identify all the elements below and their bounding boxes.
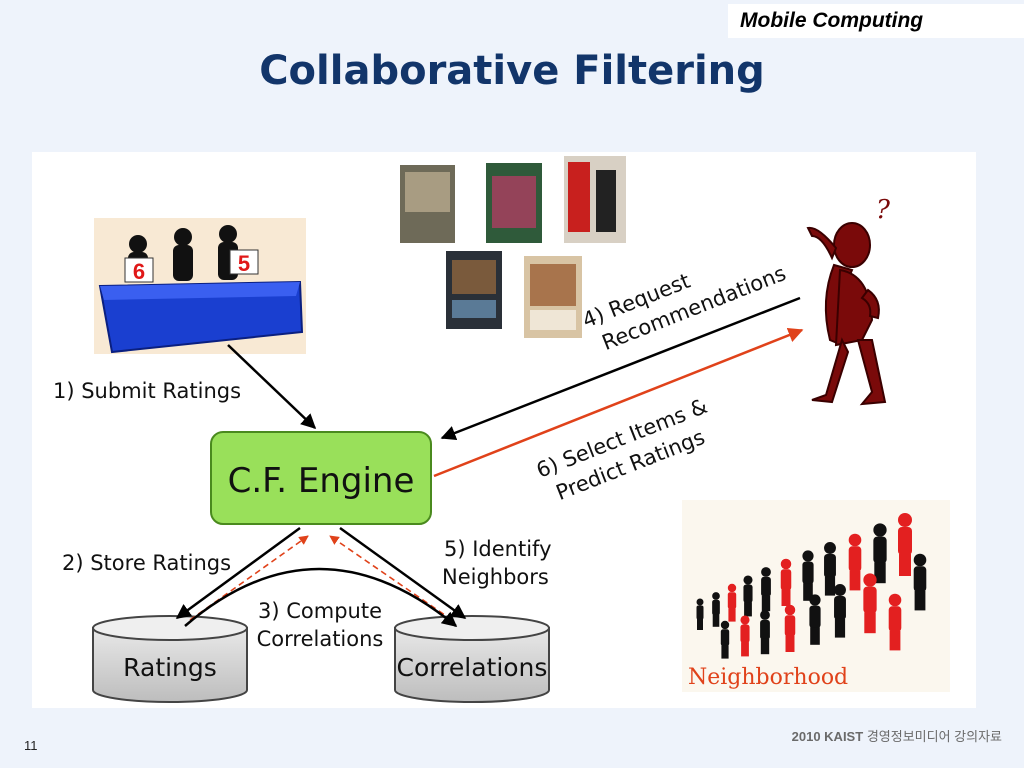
step3-label-line2: Correlations	[257, 627, 384, 651]
correlations-database: Correlations	[394, 615, 550, 703]
crowd-person	[696, 598, 704, 630]
crowd-person	[712, 592, 720, 627]
step5-label-line1: 5) Identify	[444, 537, 552, 561]
footer-subtitle: 경영정보미디어 강의자료	[866, 729, 1002, 744]
cf-engine-box	[210, 431, 432, 525]
crowd-person	[913, 553, 927, 611]
step5-label-line2: Neighbors	[442, 565, 549, 589]
crowd-person	[848, 533, 862, 591]
crowd-person	[784, 604, 796, 652]
neighborhood-illustration: Neighborhood	[682, 500, 950, 692]
crowd-person	[888, 593, 902, 651]
crowd-person	[761, 567, 771, 612]
crowd-person	[760, 610, 770, 655]
neighborhood-label: Neighborhood	[688, 665, 848, 690]
slide-title: Collaborative Filtering	[259, 48, 765, 94]
arrow-request	[440, 296, 801, 441]
score-card-left: 6	[133, 259, 145, 284]
arrow-correlations-return	[329, 535, 453, 621]
cf-engine-label: C.F. Engine	[228, 461, 415, 501]
arrow-submit-ratings	[227, 344, 317, 430]
crowd-person	[898, 513, 912, 576]
arrow-select-predict	[433, 328, 804, 478]
crowd-person	[727, 583, 737, 622]
question-mark: ?	[876, 195, 891, 225]
ratings-database: Ratings	[92, 615, 248, 703]
crowd-person	[834, 584, 846, 638]
score-card-right: 5	[238, 251, 250, 276]
ratings-db-label: Ratings	[123, 653, 217, 682]
crowd-person	[863, 573, 877, 634]
crowd-person	[743, 575, 753, 617]
correlations-db-label: Correlations	[397, 653, 548, 682]
crowd-person	[780, 558, 792, 606]
crowd-person	[824, 542, 836, 596]
footer-credit: 2010 KAIST 경영정보미디어 강의자료	[792, 726, 1002, 745]
crowd-person	[809, 594, 821, 645]
crowd-person	[740, 615, 750, 657]
step2-label: 2) Store Ratings	[62, 551, 231, 575]
movie-posters	[400, 156, 626, 338]
footer-org: 2010 KAIST	[791, 729, 864, 744]
raters-illustration: 6 5	[94, 218, 306, 354]
arrow-compute-correlations	[184, 567, 458, 627]
arrow-identify-neighbors	[339, 526, 467, 620]
crowd-person	[720, 620, 730, 659]
step1-label: 1) Submit Ratings	[53, 379, 241, 403]
page-number: 11	[24, 738, 38, 753]
arrow-store-ratings	[175, 526, 301, 620]
crowd-person	[802, 550, 814, 601]
step3-label-line1: 3) Compute	[258, 599, 382, 623]
crowd-person	[873, 523, 887, 584]
course-tag: Mobile Computing	[728, 4, 1024, 38]
user-figure	[806, 222, 887, 406]
